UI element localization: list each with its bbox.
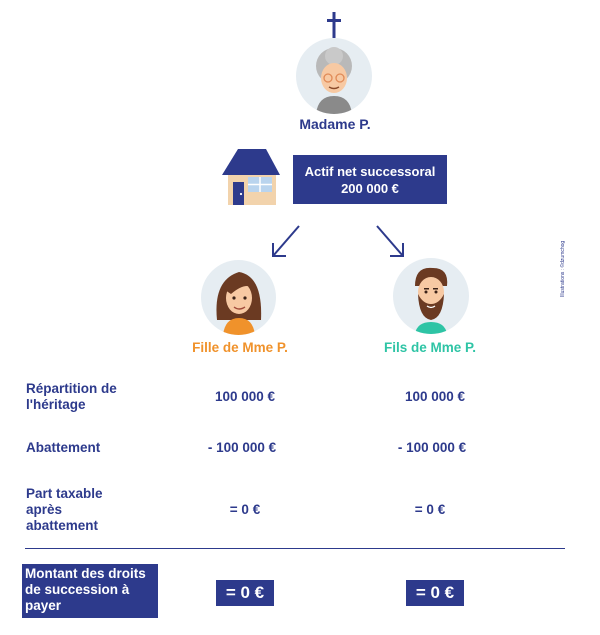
daughter-name: Fille de Mme P. xyxy=(192,340,288,355)
row-label-repartition: Répartition de l'héritage xyxy=(26,381,117,412)
row-label-part-taxable: Part taxable après abattement xyxy=(26,486,103,533)
estate-value: 200 000 € xyxy=(341,180,399,196)
row-label-montant: Montant des droits de succession à payer xyxy=(22,564,158,618)
part-taxable-son: = 0 € xyxy=(414,502,446,517)
arrow-down-left-icon xyxy=(272,225,300,257)
repartition-daughter: 100 000 € xyxy=(214,389,276,404)
abattement-son: - 100 000 € xyxy=(397,440,467,455)
arrow-down-right-icon xyxy=(376,225,404,257)
son-avatar xyxy=(393,258,469,334)
illustration-credit: Illustrations : ©dzumchog xyxy=(560,240,566,297)
row-label-abattement: Abattement xyxy=(26,440,101,455)
repartition-son: 100 000 € xyxy=(404,389,466,404)
estate-box: Actif net successoral 200 000 € xyxy=(293,155,447,204)
montant-daughter: = 0 € xyxy=(216,580,274,606)
abattement-daughter: - 100 000 € xyxy=(207,440,277,455)
son-name: Fils de Mme P. xyxy=(383,340,477,355)
daughter-avatar xyxy=(201,260,276,335)
cross-icon xyxy=(327,12,341,38)
montant-son: = 0 € xyxy=(406,580,464,606)
divider xyxy=(25,548,565,549)
part-taxable-daughter: = 0 € xyxy=(229,502,261,517)
house-icon xyxy=(222,149,280,205)
deceased-name: Madame P. xyxy=(299,116,371,132)
estate-label: Actif net successoral xyxy=(304,163,436,179)
deceased-avatar xyxy=(296,38,372,114)
